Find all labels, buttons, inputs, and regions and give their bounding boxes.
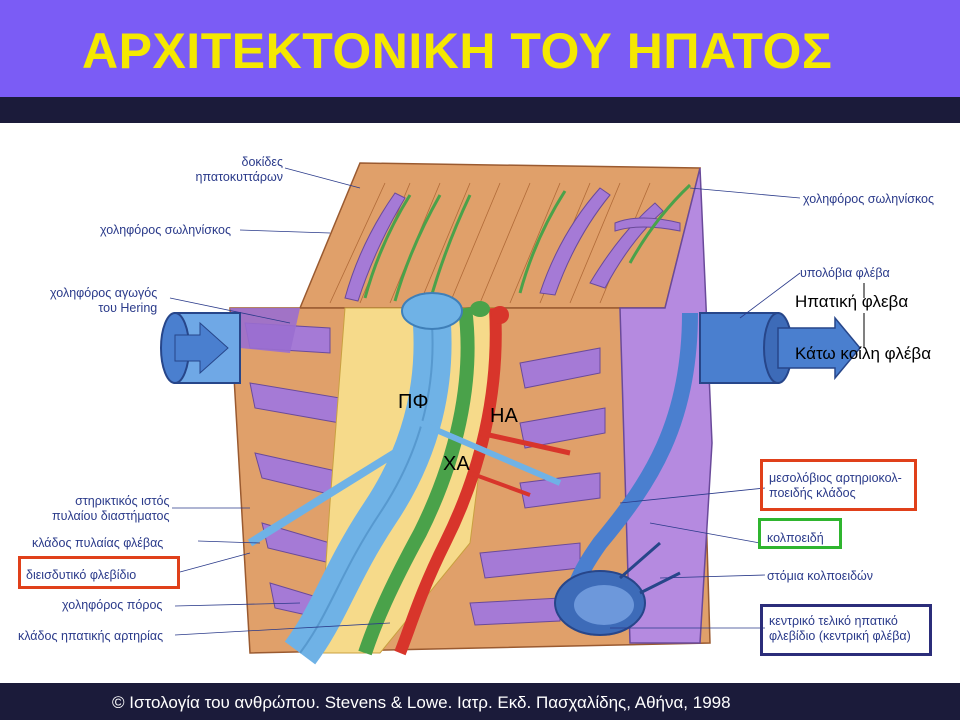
- label-bile-canaliculus-right: χοληφόρος σωληνίσκος: [803, 192, 935, 206]
- sinusoid-openings: [619, 541, 681, 595]
- label-bile-duct: χοληφόρος πόρος: [62, 598, 163, 612]
- portal-vein-cross-section: [401, 292, 463, 330]
- label-central-vein: κεντρικό τελικό ηπατικό φλεβίδιο (κεντρι…: [769, 614, 911, 643]
- abbr-bile-duct: ΧΑ: [443, 453, 470, 475]
- leader-lines: [169, 167, 801, 636]
- label-inferior-vena-cava: Κάτω κοίλη φλέβα: [795, 344, 932, 363]
- label-hepatic-artery-branch: κλάδος ηπατικής αρτηρίας: [18, 629, 164, 643]
- bile-duct-cross-section: [470, 301, 490, 317]
- sinusoids-top: [344, 187, 681, 302]
- distributing-venule: [247, 449, 398, 547]
- outflow-arrow: [777, 315, 861, 381]
- highlight-box-central-vein: [760, 604, 932, 656]
- slide-title: ΑΡΧΙΤΕΚΤΟΝΙΚΗ ΤΟΥ ΗΠΑΤΟΣ: [82, 23, 833, 79]
- label-portal-vein-branch: κλάδος πυλαίας φλέβας: [32, 536, 164, 550]
- source-caption: © Ιστολογία του ανθρώπου. Stevens & Lowe…: [112, 693, 731, 712]
- label-sinusoid: κολποειδή: [767, 531, 824, 545]
- bile-canaliculi-top: [363, 183, 692, 302]
- label-hepatocyte-plates: δοκίδες ηπατοκυττάρων: [195, 155, 283, 185]
- highlight-box-sinusoid: [758, 518, 842, 549]
- title-divider-band: [0, 97, 960, 123]
- label-portal-connective-tissue: στηρικτικός ιστός πυλαίου διαστήματος: [52, 494, 170, 523]
- highlight-box-arteriole: [760, 459, 917, 511]
- artery-cross-section: [491, 306, 509, 324]
- bile-duct: [358, 307, 475, 656]
- inflow-arrow: [174, 321, 229, 375]
- label-distributing-venule: διεισδυτικό φλεβίδιο: [26, 568, 137, 582]
- abbr-portal-vein: ΠΦ: [398, 391, 429, 413]
- label-canal-of-hering: χοληφόρος αγωγός του Hering: [50, 286, 158, 315]
- label-hepatocyte-plates-text: δοκίδες ηπατοκυττάρων: [195, 155, 283, 184]
- label-hepatic-vein: Ηπατική φλεβα: [795, 292, 909, 311]
- label-interlobular-arteriole: μεσολόβιος αρτηριοκολ- ποειδής κλάδος: [769, 471, 902, 500]
- highlight-box-distributing-venule: [18, 556, 180, 589]
- liver-architecture-diagram: [160, 162, 865, 665]
- block-side-face: [619, 167, 713, 644]
- label-sinusoid-openings: στόμια κολποειδών: [767, 569, 874, 583]
- title-bar: ΑΡΧΙΤΕΚΤΟΝΙΚΗ ΤΟΥ ΗΠΑΤΟΣ: [0, 0, 960, 97]
- label-sublobular-vein: υπολόβια φλέβα: [800, 266, 890, 280]
- label-bile-canaliculus-left: χοληφόρος σωληνίσκος: [100, 223, 232, 237]
- abbr-hepatic-artery: ΗΑ: [490, 405, 518, 427]
- footer-band: [0, 683, 960, 720]
- hepatic-artery-branch: [394, 307, 502, 656]
- portal-tract-left-face: [230, 308, 300, 353]
